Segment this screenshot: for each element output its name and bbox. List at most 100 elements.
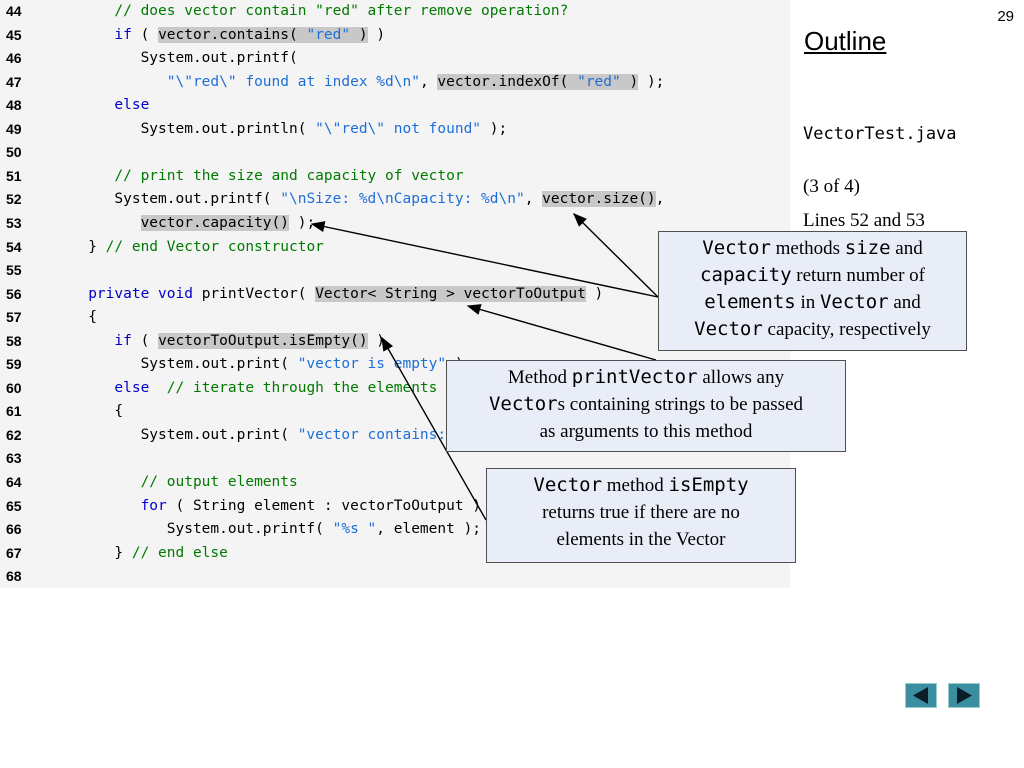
code-token: vector.size() bbox=[542, 191, 656, 208]
code-token: vector.indexOf( bbox=[437, 73, 578, 90]
code-token: System.out.print( bbox=[62, 356, 298, 373]
code-line: 63 bbox=[0, 447, 790, 471]
line-number: 64 bbox=[6, 474, 22, 490]
code-token bbox=[62, 333, 114, 349]
code-line: 67 } // end else bbox=[0, 542, 790, 566]
code-text: } // end Vector constructor bbox=[62, 236, 324, 260]
line-number: 58 bbox=[6, 332, 22, 349]
outline-link[interactable]: Outline bbox=[804, 26, 887, 56]
code-token: "red" bbox=[577, 73, 621, 90]
code-token bbox=[62, 380, 114, 396]
code-token: "vector contains: " bbox=[297, 426, 464, 443]
code-line: 46 System.out.printf( bbox=[0, 47, 790, 71]
code-line: 58 if ( vectorToOutput.isEmpty() ) bbox=[0, 330, 790, 354]
code-text: System.out.printf( bbox=[62, 47, 298, 71]
code-token: else bbox=[114, 97, 150, 114]
code-token: ); bbox=[638, 73, 665, 90]
page-number: 29 bbox=[997, 8, 1014, 25]
code-token: ( bbox=[131, 26, 159, 43]
line-number: 45 bbox=[6, 26, 22, 43]
code-text: // output elements bbox=[62, 471, 298, 495]
line-number: 53 bbox=[6, 214, 22, 231]
code-line: 49 System.out.println( "\"red\" not foun… bbox=[0, 118, 790, 142]
line-number: 60 bbox=[6, 379, 22, 396]
callout-size-capacity: Vector methods size and capacity return … bbox=[658, 231, 967, 351]
code-token: System.out.print( bbox=[62, 426, 298, 443]
code-text: vector.capacity() ); bbox=[62, 212, 315, 236]
callout-code-word: Vector bbox=[702, 237, 771, 259]
code-token: ) bbox=[367, 332, 386, 349]
code-token: , bbox=[524, 191, 543, 208]
line-number: 63 bbox=[6, 450, 22, 467]
code-token: ); bbox=[288, 214, 316, 231]
code-text: else bbox=[62, 94, 149, 118]
line-number: 50 bbox=[6, 144, 22, 161]
code-token: System.out.printf( bbox=[62, 191, 281, 208]
prev-slide-button[interactable] bbox=[905, 683, 937, 708]
code-token: System.out.println( bbox=[62, 120, 316, 137]
code-line: 51 // print the size and capacity of vec… bbox=[0, 165, 790, 189]
code-text: { bbox=[62, 400, 123, 424]
code-line: 44 // does vector contain "red" after re… bbox=[0, 0, 790, 24]
triangle-left-icon bbox=[913, 687, 928, 704]
code-token: if bbox=[114, 332, 132, 349]
code-token: private void bbox=[88, 285, 193, 302]
code-text: { bbox=[62, 306, 97, 330]
code-line: 61 { bbox=[0, 400, 790, 424]
code-token: // end else bbox=[131, 544, 228, 561]
code-line: 47 "\"red\" found at index %d\n", vector… bbox=[0, 71, 790, 95]
code-token: // output elements bbox=[140, 474, 298, 490]
code-token: { bbox=[62, 403, 124, 420]
triangle-right-icon bbox=[957, 687, 972, 704]
line-number: 57 bbox=[6, 309, 22, 326]
code-token bbox=[62, 3, 114, 19]
code-token: "\"red\" not found" bbox=[315, 120, 482, 137]
code-token: ) bbox=[367, 26, 386, 43]
code-text: System.out.printf( "%s ", element ); bbox=[62, 518, 481, 542]
code-line: 66 System.out.printf( "%s ", element ); bbox=[0, 518, 790, 542]
line-number: 51 bbox=[6, 167, 22, 184]
code-token: else bbox=[114, 379, 150, 396]
code-token: "\"red\" found at index %d\n" bbox=[166, 73, 420, 90]
line-number: 52 bbox=[6, 191, 22, 208]
code-line: 48 else bbox=[0, 94, 790, 118]
line-number: 67 bbox=[6, 544, 22, 561]
line-number: 59 bbox=[6, 356, 22, 373]
page-of-label: (3 of 4) bbox=[803, 176, 860, 197]
line-number: 68 bbox=[6, 568, 22, 585]
code-token: , element ); bbox=[376, 521, 482, 538]
code-text: System.out.printf( "\nSize: %d\nCapacity… bbox=[62, 188, 664, 212]
line-number: 65 bbox=[6, 497, 22, 514]
line-number: 47 bbox=[6, 73, 22, 90]
code-text: for ( String element : vectorToOutput ) bbox=[62, 495, 481, 519]
code-token: System.out.printf( bbox=[62, 521, 333, 538]
code-line: 53 vector.capacity() ); bbox=[0, 212, 790, 236]
callout-is-empty: Vector method isEmpty returns true if th… bbox=[486, 468, 796, 563]
code-token: ); bbox=[481, 120, 508, 137]
code-token: Vector< String > vectorToOutput bbox=[315, 285, 586, 302]
code-token: , bbox=[419, 73, 438, 90]
line-number: 48 bbox=[6, 97, 22, 114]
code-line: 45 if ( vector.contains( "red" ) ) bbox=[0, 24, 790, 48]
code-line: 57 { bbox=[0, 306, 790, 330]
code-token bbox=[62, 498, 141, 514]
code-token bbox=[62, 27, 114, 43]
code-text: System.out.println( "\"red\" not found" … bbox=[62, 118, 508, 142]
code-text: if ( vectorToOutput.isEmpty() ) bbox=[62, 330, 385, 354]
code-text: System.out.print( "vector is empty" ); bbox=[62, 353, 473, 377]
code-token bbox=[62, 215, 141, 231]
line-number: 61 bbox=[6, 403, 22, 420]
line-number: 49 bbox=[6, 120, 22, 137]
next-slide-button[interactable] bbox=[948, 683, 980, 708]
code-token: } bbox=[62, 238, 106, 255]
code-token: printVector( bbox=[192, 285, 316, 302]
code-token: if bbox=[114, 26, 132, 43]
code-token: // does vector contain "red" after remov… bbox=[114, 3, 569, 19]
code-line: 52 System.out.printf( "\nSize: %d\nCapac… bbox=[0, 188, 790, 212]
code-line: 50 bbox=[0, 141, 790, 165]
code-token: // print the size and capacity of vector bbox=[114, 167, 464, 184]
code-text: else // iterate through the elements bbox=[62, 377, 437, 401]
code-token: ) bbox=[350, 26, 368, 43]
code-token: , bbox=[655, 191, 665, 208]
code-text: // does vector contain "red" after remov… bbox=[62, 0, 568, 24]
